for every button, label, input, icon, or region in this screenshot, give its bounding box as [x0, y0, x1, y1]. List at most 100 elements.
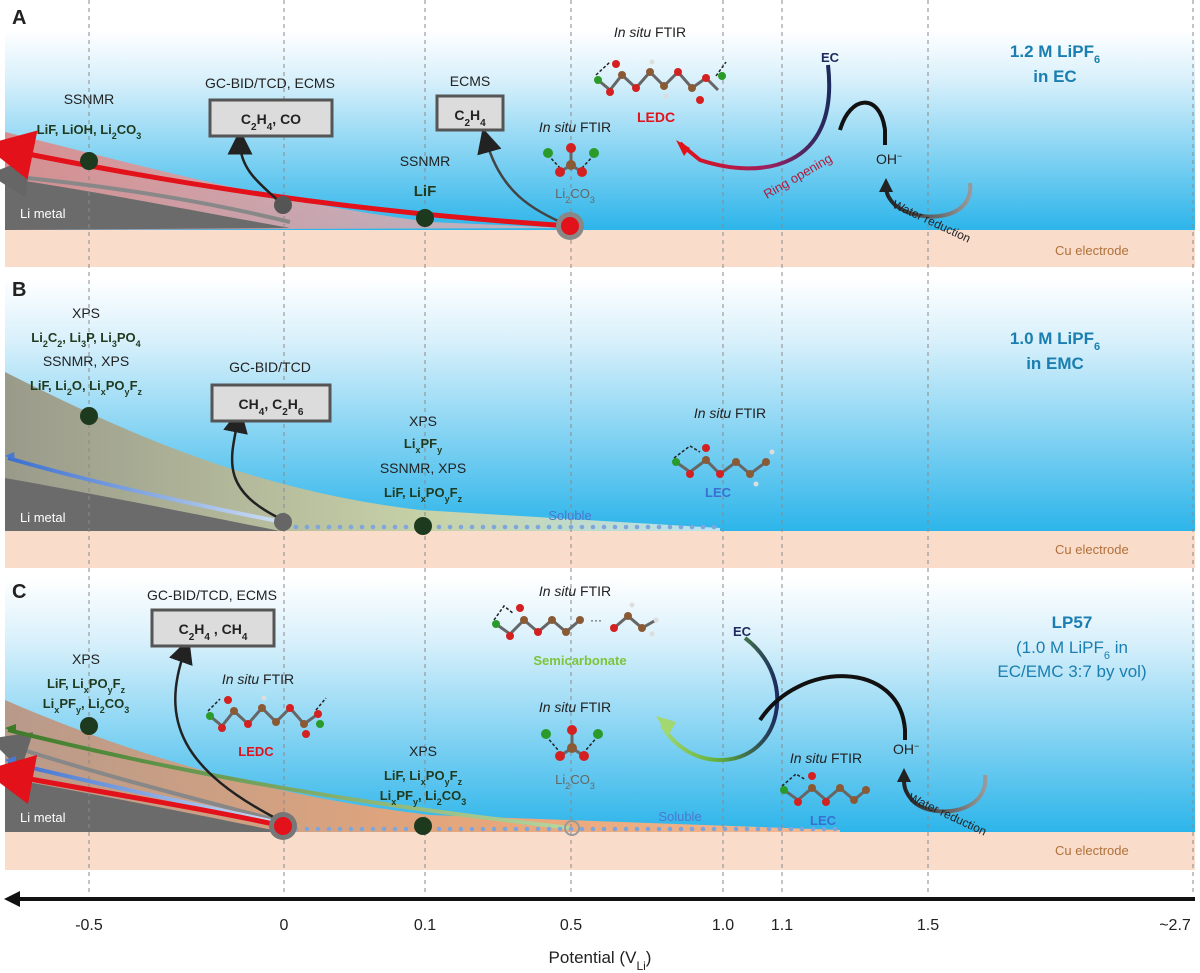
species-label: LixPFy, Li2CO3 — [43, 696, 130, 715]
soluble-dotted-line — [293, 524, 717, 530]
soluble-dot — [348, 826, 354, 832]
method-label: In situ FTIR — [694, 405, 766, 421]
gas-product: C2H4, CO — [241, 111, 301, 133]
soluble-dot — [711, 826, 717, 832]
gas-arrow — [169, 638, 284, 824]
soluble-dot — [810, 826, 816, 832]
water-reduction-arc — [884, 182, 973, 219]
axis-tick-label: 0.5 — [560, 917, 582, 934]
soluble-dot — [744, 826, 750, 832]
method-label: In situ FTIR — [539, 583, 611, 599]
species-label: LiF, Li2O, LixPOyFz — [30, 378, 143, 397]
soluble-dot — [645, 524, 651, 530]
axis-tick-label: 1.1 — [771, 917, 793, 934]
soluble-dot — [722, 826, 728, 832]
ledc-molecule — [594, 59, 727, 104]
soluble-dot — [590, 826, 596, 832]
grey-arrow — [0, 158, 291, 224]
species-label: LEDC — [238, 744, 274, 759]
data-point — [414, 817, 432, 835]
soluble-dot — [678, 524, 684, 530]
soluble-dot — [557, 524, 563, 530]
method-label: In situ FTIR — [222, 671, 294, 687]
cu-electrode-label: Cu electrode — [1055, 843, 1129, 858]
panel-a — [5, 30, 1195, 267]
method-label: GC-BID/TCD — [229, 359, 311, 375]
axis-tick-label: 0 — [280, 917, 289, 934]
species-label: LiF — [414, 183, 437, 200]
water-arrowhead — [879, 178, 893, 192]
water-reduction-arc — [902, 774, 988, 814]
axis-arrowhead — [4, 891, 20, 907]
panel-b — [5, 278, 1195, 568]
soluble-dot — [502, 524, 508, 530]
soluble-dot — [755, 826, 761, 832]
ledc-molecule — [206, 695, 327, 738]
gas-arrow — [223, 407, 284, 522]
semicarbonate-molecule — [492, 602, 659, 640]
axis-tick-label: ~2.7 — [1159, 917, 1191, 934]
soluble-dot — [469, 524, 475, 530]
green-arrowhead — [5, 724, 16, 734]
soluble-dot — [458, 826, 464, 832]
soluble-dot — [568, 826, 574, 832]
electrolyte-label: 1.2 M LiPF6 — [1010, 42, 1100, 66]
soluble-dot — [326, 524, 332, 530]
method-label: In situ FTIR — [790, 750, 862, 766]
data-point — [414, 517, 432, 535]
panel-letter: A — [12, 7, 26, 29]
method-label: XPS — [409, 743, 437, 759]
soluble-dot — [623, 524, 629, 530]
soluble-dot — [359, 524, 365, 530]
soluble-dot — [535, 826, 541, 832]
soluble-dot — [480, 524, 486, 530]
soluble-dot — [491, 826, 497, 832]
method-label: SSNMR, XPS — [380, 460, 466, 476]
gas-product: CH4, C2H6 — [239, 396, 304, 418]
soluble-dot — [579, 826, 585, 832]
cu-electrode-region — [5, 230, 1195, 267]
species-label: LiF, LixPOyFz — [384, 485, 463, 504]
soluble-dot — [678, 826, 684, 832]
data-point — [80, 407, 98, 425]
soluble-dot — [359, 826, 365, 832]
soluble-dot — [447, 826, 453, 832]
soluble-dot — [656, 524, 662, 530]
cu-electrode-label: Cu electrode — [1055, 243, 1129, 258]
data-point — [80, 717, 98, 735]
li-metal-region — [5, 778, 282, 832]
soluble-dot — [689, 826, 695, 832]
cu-electrode-region — [5, 531, 1195, 568]
reactant-label: EC — [821, 50, 840, 65]
hydroxide-label: OH− — [876, 151, 902, 167]
species-label: Li2C2, Li3P, Li3PO4 — [31, 330, 140, 349]
lec-molecule — [672, 444, 775, 487]
li-metal-label: Li metal — [20, 206, 66, 221]
gas-product-box — [150, 608, 276, 648]
soluble-dot — [832, 826, 838, 832]
soluble-dot — [304, 826, 310, 832]
species-label: LiF, LixPOyFz — [47, 676, 126, 695]
soluble-dot — [777, 826, 783, 832]
sei-band — [5, 372, 720, 531]
method-label: GC-BID/TCD, ECMS — [147, 587, 277, 603]
panel-a-content: A Li metal Cu electrode SSNMR LiF, LiOH,… — [0, 7, 1129, 258]
soluble-dot — [337, 826, 343, 832]
soluble-dot — [590, 524, 596, 530]
soluble-dot — [700, 826, 706, 832]
soluble-dot — [546, 524, 552, 530]
axis-tick-label: 1.5 — [917, 917, 939, 934]
ellipsis: ··· — [590, 613, 602, 627]
soluble-dot — [623, 826, 629, 832]
electrolyte-label-line2: (1.0 M LiPF6 in — [1016, 638, 1128, 662]
sei-band — [5, 700, 840, 832]
soluble-dot — [315, 826, 321, 832]
li2co3-molecule — [541, 725, 603, 761]
soluble-label: Soluble — [548, 508, 591, 523]
method-label: In situ FTIR — [539, 699, 611, 715]
onset-marker-core — [561, 217, 579, 235]
